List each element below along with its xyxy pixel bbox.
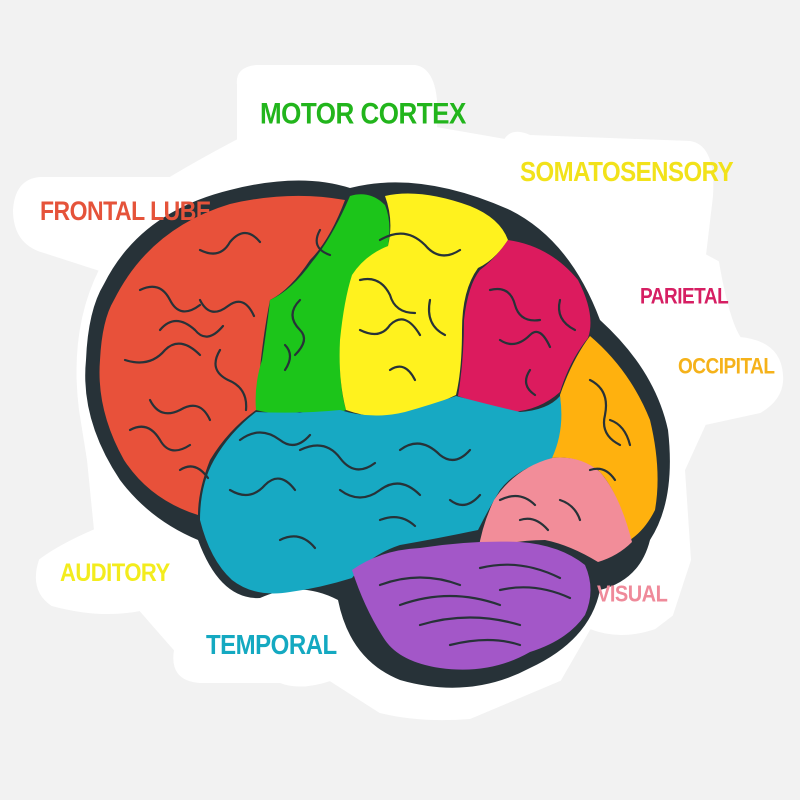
frontal-lobe <box>99 195 345 516</box>
label-visual: VISUAL <box>597 582 668 608</box>
label-parietal: PARIETAL <box>640 285 729 310</box>
label-occipital: OCCIPITAL <box>678 355 775 380</box>
cerebellum <box>352 541 591 670</box>
label-temporal: TEMPORAL <box>206 630 337 662</box>
parietal-lobe <box>458 240 591 412</box>
occipital-lobe <box>552 336 658 540</box>
visual-lobe <box>478 457 632 562</box>
label-auditory: AUDITORY <box>60 558 170 587</box>
label-frontal-lobe: FRONTAL LUBE <box>40 196 211 226</box>
label-motor-cortex: MOTOR CORTEX <box>260 96 466 131</box>
label-somatosensory: SOMATOSENSORY <box>520 157 734 189</box>
somatosensory-lobe <box>339 193 508 418</box>
brain-folds <box>123 228 632 647</box>
